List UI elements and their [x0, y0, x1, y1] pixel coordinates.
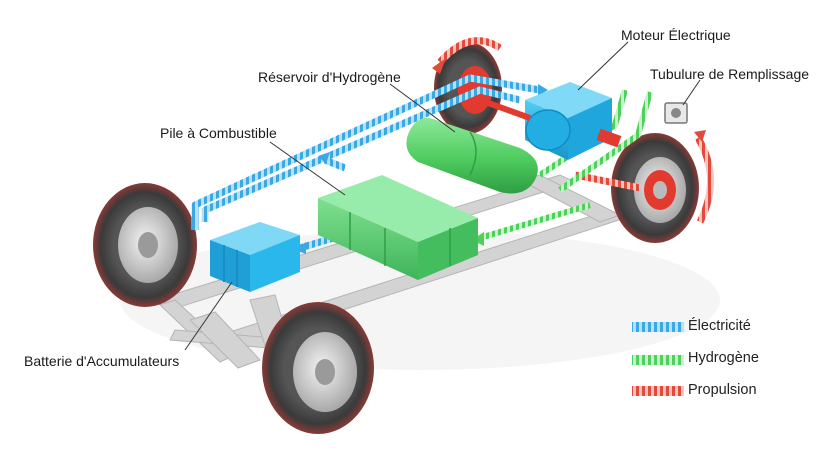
legend-label-electricity: Électricité	[688, 318, 751, 334]
legend-swatches	[632, 322, 684, 396]
legend-swatch-hydrogen	[632, 355, 684, 365]
battery-pack	[210, 222, 300, 292]
propulsion-arrows	[437, 37, 714, 224]
label-fuel-cell: Pile à Combustible	[160, 125, 277, 141]
refueling-socket-icon	[664, 102, 688, 124]
hydrogen-tank	[406, 117, 538, 194]
propulsion-arrowhead-rear	[432, 58, 446, 74]
wheel-front-right	[611, 133, 699, 243]
label-hydrogen-tank: Réservoir d'Hydrogène	[258, 69, 401, 85]
label-electric-motor: Moteur Électrique	[621, 27, 731, 43]
propulsion-arrowhead-front	[694, 130, 706, 142]
label-refueling-pipe: Tubulure de Remplissage	[650, 66, 810, 82]
electric-lines	[191, 74, 541, 252]
label-battery: Batterie d'Accumulateurs	[24, 353, 180, 369]
legend-label-propulsion: Propulsion	[688, 382, 757, 398]
legend-label-hydrogen: Hydrogène	[688, 350, 759, 366]
legend-swatch-propulsion	[632, 386, 684, 396]
electric-motor	[525, 82, 622, 160]
drive-shaft	[478, 97, 532, 121]
fuel-cell-stack	[318, 175, 478, 280]
leader-lines	[184, 41, 701, 351]
wheel-front-left	[262, 302, 374, 434]
legend-swatch-electricity	[632, 322, 684, 332]
wheel-rear-left	[93, 183, 197, 307]
